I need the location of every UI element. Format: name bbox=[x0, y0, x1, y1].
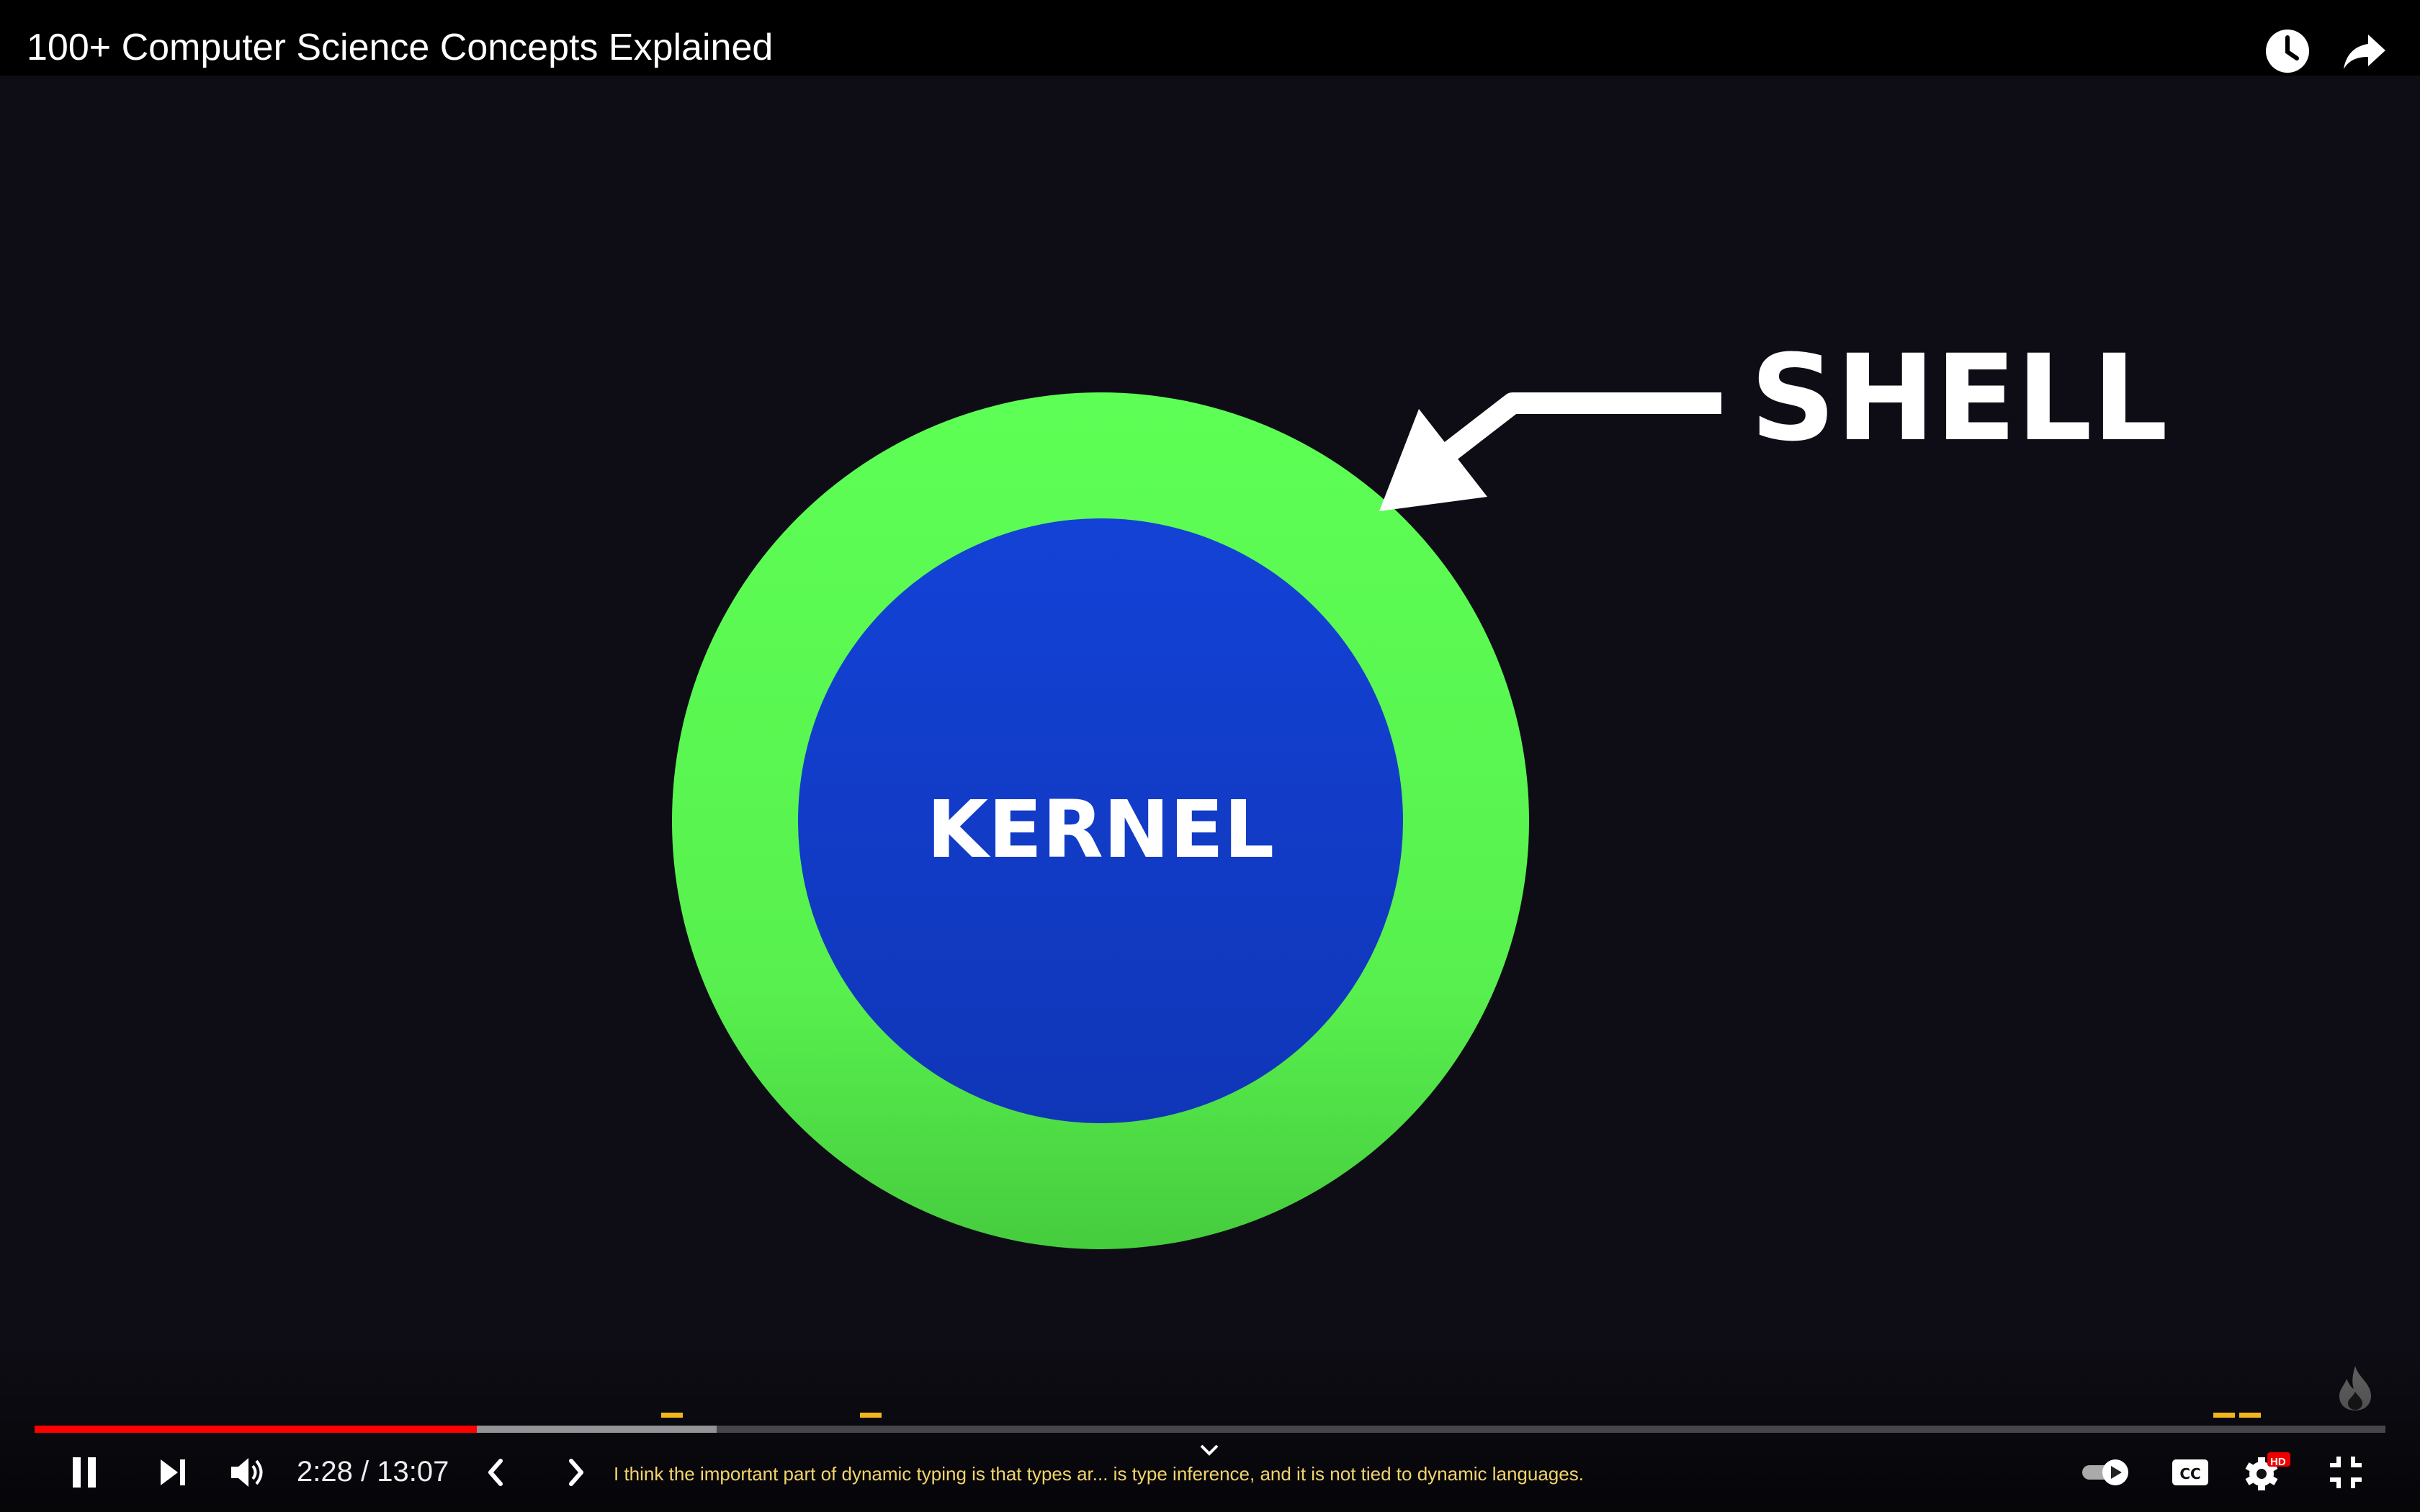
chapter-next-button[interactable] bbox=[550, 1447, 601, 1498]
time-current: 2:28 bbox=[297, 1456, 353, 1488]
captions-cc-button[interactable]: CC bbox=[2165, 1447, 2215, 1498]
chapter-prev-button[interactable] bbox=[471, 1447, 521, 1498]
chapter-marker[interactable] bbox=[2239, 1413, 2261, 1418]
arrow-shaft bbox=[1426, 392, 1721, 473]
chapter-marker[interactable] bbox=[661, 1413, 683, 1418]
chevron-down-icon[interactable] bbox=[1198, 1442, 1220, 1458]
time-display: 2:28 / 13:07 bbox=[297, 1456, 449, 1488]
next-video-button[interactable] bbox=[148, 1447, 198, 1498]
progress-bar[interactable] bbox=[35, 1426, 2385, 1433]
share-icon[interactable] bbox=[2339, 26, 2390, 76]
chapter-marker[interactable] bbox=[860, 1413, 882, 1418]
hd-badge: HD bbox=[2270, 1456, 2286, 1468]
exit-fullscreen-icon[interactable] bbox=[2321, 1447, 2371, 1498]
chapter-marker[interactable] bbox=[2213, 1413, 2235, 1418]
settings-gear-icon[interactable]: HD bbox=[2241, 1447, 2292, 1498]
shell-label: SHELL bbox=[1750, 329, 2168, 467]
pause-button[interactable] bbox=[59, 1447, 109, 1498]
watch-later-icon[interactable] bbox=[2262, 26, 2313, 76]
arrow-head bbox=[1379, 409, 1487, 511]
time-separator: / bbox=[360, 1456, 369, 1488]
autoplay-toggle[interactable] bbox=[2079, 1447, 2137, 1498]
video-title[interactable]: 100+ Computer Science Concepts Explained bbox=[27, 27, 774, 68]
title-bar: 100+ Computer Science Concepts Explained bbox=[0, 0, 2420, 76]
time-total: 13:07 bbox=[377, 1456, 449, 1488]
chapter-caption[interactable]: I think the important part of dynamic ty… bbox=[614, 1463, 1584, 1485]
volume-icon[interactable] bbox=[223, 1447, 274, 1498]
svg-text:CC: CC bbox=[2179, 1465, 2200, 1482]
kernel-circle bbox=[798, 518, 1403, 1123]
kernel-label: KERNEL bbox=[927, 783, 1274, 876]
progress-played bbox=[35, 1426, 477, 1433]
